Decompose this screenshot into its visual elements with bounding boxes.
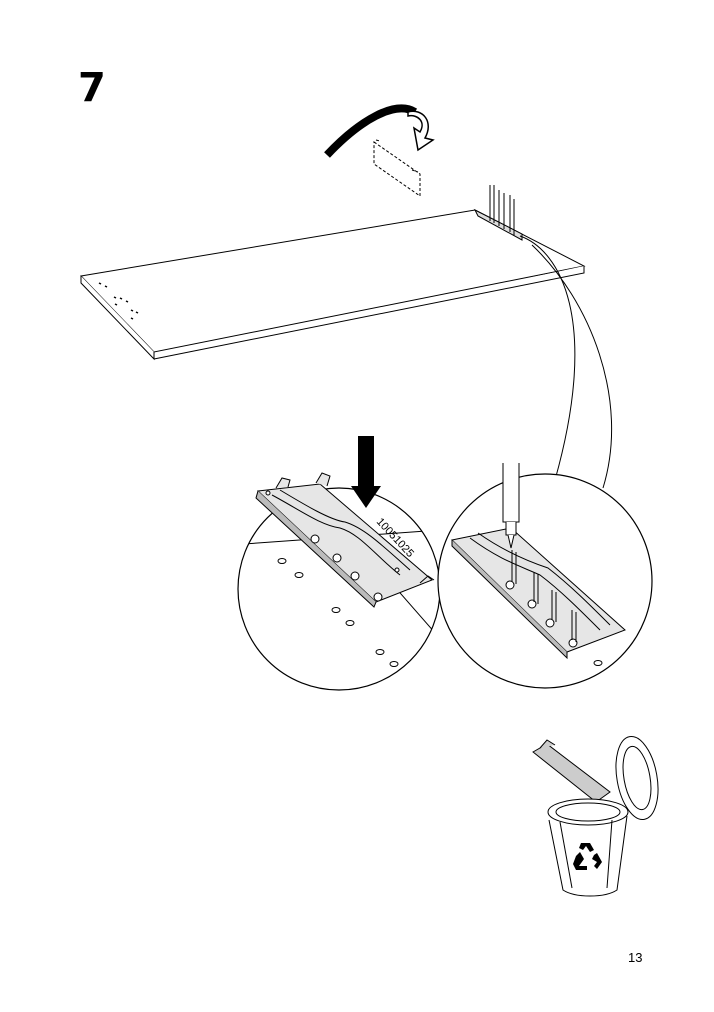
recycle-icon [573,843,602,870]
shelf-board [79,185,613,489]
page-number: 13 [628,950,643,965]
step-number: 7 [78,65,106,111]
removed-plate-outline [373,139,421,197]
mounting-plate-left [255,472,435,608]
screwdriver [502,463,520,549]
down-arrow-icon [351,436,381,508]
rotate-arrow-icon [324,104,435,158]
detail-circle-right [437,463,653,689]
recycle-bin [532,735,659,897]
detail-circle-left: 10051025 [237,472,441,691]
